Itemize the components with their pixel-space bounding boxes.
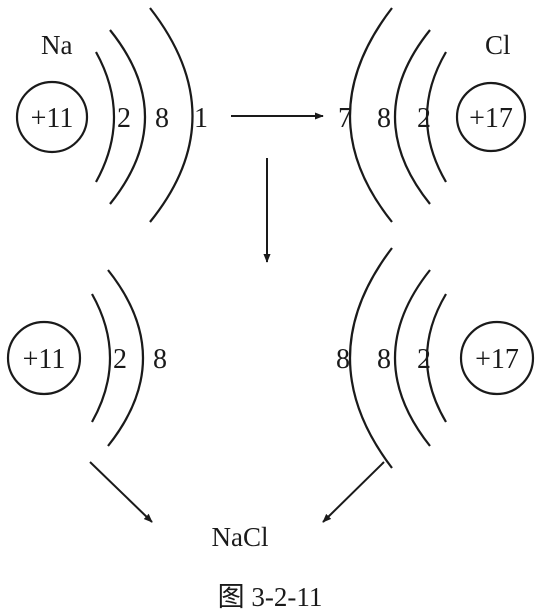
sodium-ion-shell-2-electrons: 8 [153, 344, 167, 375]
sodium-nucleus-charge: +11 [31, 103, 74, 134]
chloride-ion-shell-3-electrons: 8 [336, 344, 350, 375]
sodium-nucleus [15, 80, 89, 154]
sodium-symbol: Na [41, 30, 72, 60]
chlorine-atom: Cl +17 7 8 2 [338, 7, 527, 223]
sodium-ion-shell-1-electrons: 2 [113, 344, 127, 375]
chlorine-shell-2 [394, 29, 431, 205]
chlorine-symbol: Cl [485, 30, 511, 60]
chloride-ion-shell-2-electrons: 8 [377, 344, 391, 375]
chlorine-shell-3-electrons: 7 [338, 103, 352, 134]
chloride-ion-shell-1 [425, 293, 447, 423]
chloride-ion-shell-2 [394, 269, 431, 447]
sodium-shell-3 [149, 7, 194, 223]
chlorine-nucleus [455, 81, 527, 153]
sodium-shell-1 [95, 51, 116, 183]
sodium-shell-3-electrons: 1 [194, 103, 208, 134]
sodium-shell-1-electrons: 2 [117, 103, 131, 134]
sodium-atom: Na +11 2 8 1 [15, 7, 208, 223]
chloride-ion-shell-1-electrons: 2 [417, 344, 431, 375]
chloride-ion-to-product-arrow [322, 461, 385, 523]
product-formula: NaCl [212, 522, 269, 552]
chlorine-shell-3 [348, 7, 393, 223]
sodium-ion-nucleus [6, 320, 82, 396]
chloride-ion: +17 8 8 2 [336, 247, 535, 469]
sodium-ion: +11 2 8 [6, 269, 167, 447]
sodium-ion-to-product-arrow [89, 461, 153, 523]
chlorine-nucleus-charge: +17 [469, 103, 513, 134]
sodium-shell-2 [109, 29, 146, 205]
sodium-ion-nucleus-charge: +11 [23, 344, 66, 375]
sodium-ion-shell-1 [91, 293, 112, 423]
chloride-ion-shell-3 [349, 247, 393, 469]
chlorine-shell-1 [425, 51, 447, 183]
chlorine-shell-2-electrons: 8 [377, 103, 391, 134]
sodium-shell-2-electrons: 8 [155, 103, 169, 134]
chloride-ion-nucleus [459, 320, 535, 396]
chloride-ion-nucleus-charge: +17 [475, 344, 519, 375]
figure-caption: 图 3-2-11 [218, 582, 323, 612]
sodium-ion-shell-2 [107, 269, 144, 447]
chlorine-shell-1-electrons: 2 [417, 103, 431, 134]
